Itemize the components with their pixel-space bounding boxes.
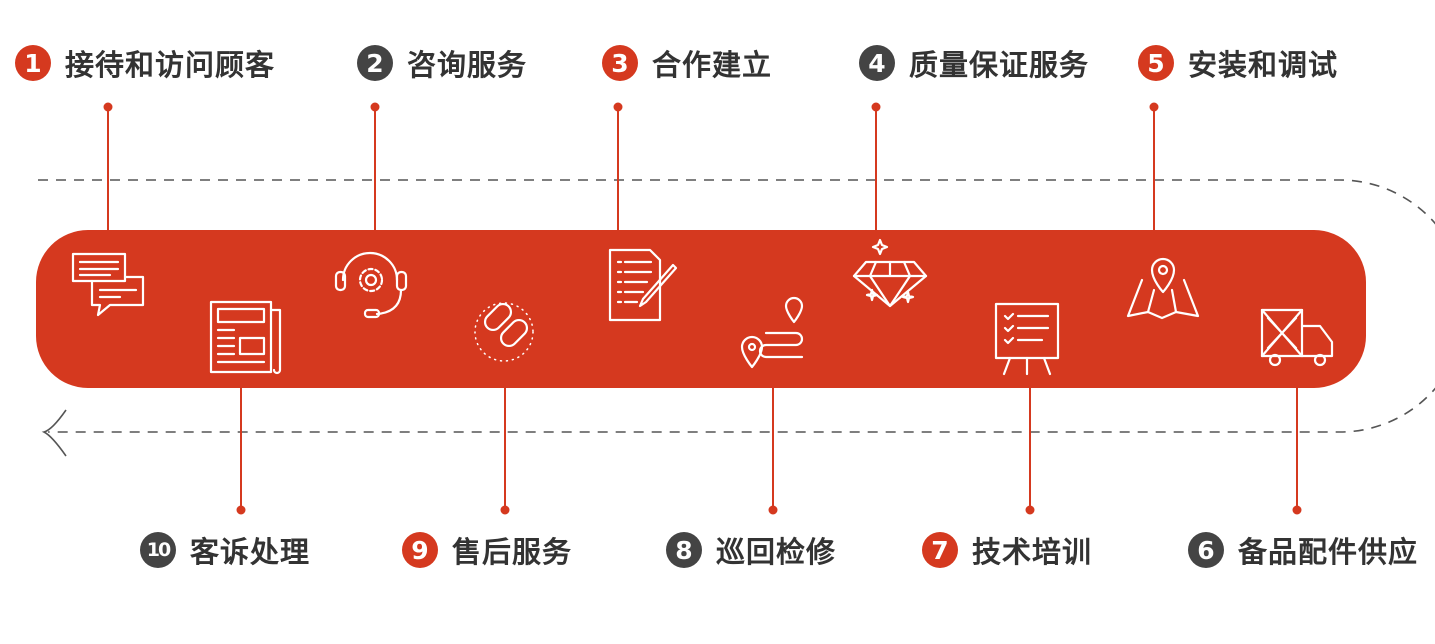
step-number-badge: 2 bbox=[357, 45, 393, 81]
step-number-badge: 4 bbox=[859, 45, 895, 81]
chat-bubbles-icon bbox=[71, 252, 145, 317]
dashed-flow-path bbox=[38, 179, 1435, 433]
step-4: 4 质量保证服务 bbox=[859, 43, 1089, 83]
step-9: 9 售后服务 bbox=[402, 530, 572, 570]
step-label: 备品配件供应 bbox=[1238, 535, 1419, 569]
step-label: 安装和调试 bbox=[1188, 48, 1339, 82]
step-3: 3 合作建立 bbox=[602, 43, 772, 83]
contract-pen-icon bbox=[608, 248, 678, 322]
presentation-board-icon bbox=[994, 302, 1060, 376]
step-10: 10 客诉处理 bbox=[140, 530, 310, 570]
step-label: 售后服务 bbox=[452, 535, 573, 569]
step-label: 咨询服务 bbox=[407, 48, 528, 82]
step-7: 7 技术培训 bbox=[922, 530, 1092, 570]
step-label: 客诉处理 bbox=[190, 535, 311, 569]
step-number-badge: 10 bbox=[140, 532, 176, 568]
step-number-badge: 9 bbox=[402, 532, 438, 568]
step-number-badge: 8 bbox=[666, 532, 702, 568]
step-number-badge: 3 bbox=[602, 45, 638, 81]
route-icon bbox=[740, 296, 804, 369]
step-number-badge: 7 bbox=[922, 532, 958, 568]
step-number-badge: 1 bbox=[15, 45, 51, 81]
step-label: 巡回检修 bbox=[716, 535, 837, 569]
step-2: 2 咨询服务 bbox=[357, 43, 527, 83]
truck-icon bbox=[1260, 308, 1334, 367]
step-label: 接待和访问顾客 bbox=[65, 48, 276, 82]
step-number-badge: 6 bbox=[1188, 532, 1224, 568]
step-8: 8 巡回检修 bbox=[666, 530, 836, 570]
newspaper-icon bbox=[209, 300, 282, 375]
arrow-head-icon bbox=[41, 409, 67, 457]
map-pin-icon bbox=[1126, 257, 1200, 320]
diamond-icon bbox=[852, 238, 928, 308]
step-1: 1 接待和访问顾客 bbox=[15, 43, 275, 83]
step-label: 质量保证服务 bbox=[909, 48, 1090, 82]
connectors bbox=[103, 102, 1302, 515]
step-5: 5 安装和调试 bbox=[1138, 43, 1338, 83]
chain-link-icon bbox=[474, 302, 534, 362]
step-label: 合作建立 bbox=[652, 48, 773, 82]
step-6: 6 备品配件供应 bbox=[1188, 530, 1418, 570]
headset-gear-icon bbox=[334, 251, 408, 319]
step-label: 技术培训 bbox=[972, 535, 1093, 569]
step-number-badge: 5 bbox=[1138, 45, 1174, 81]
